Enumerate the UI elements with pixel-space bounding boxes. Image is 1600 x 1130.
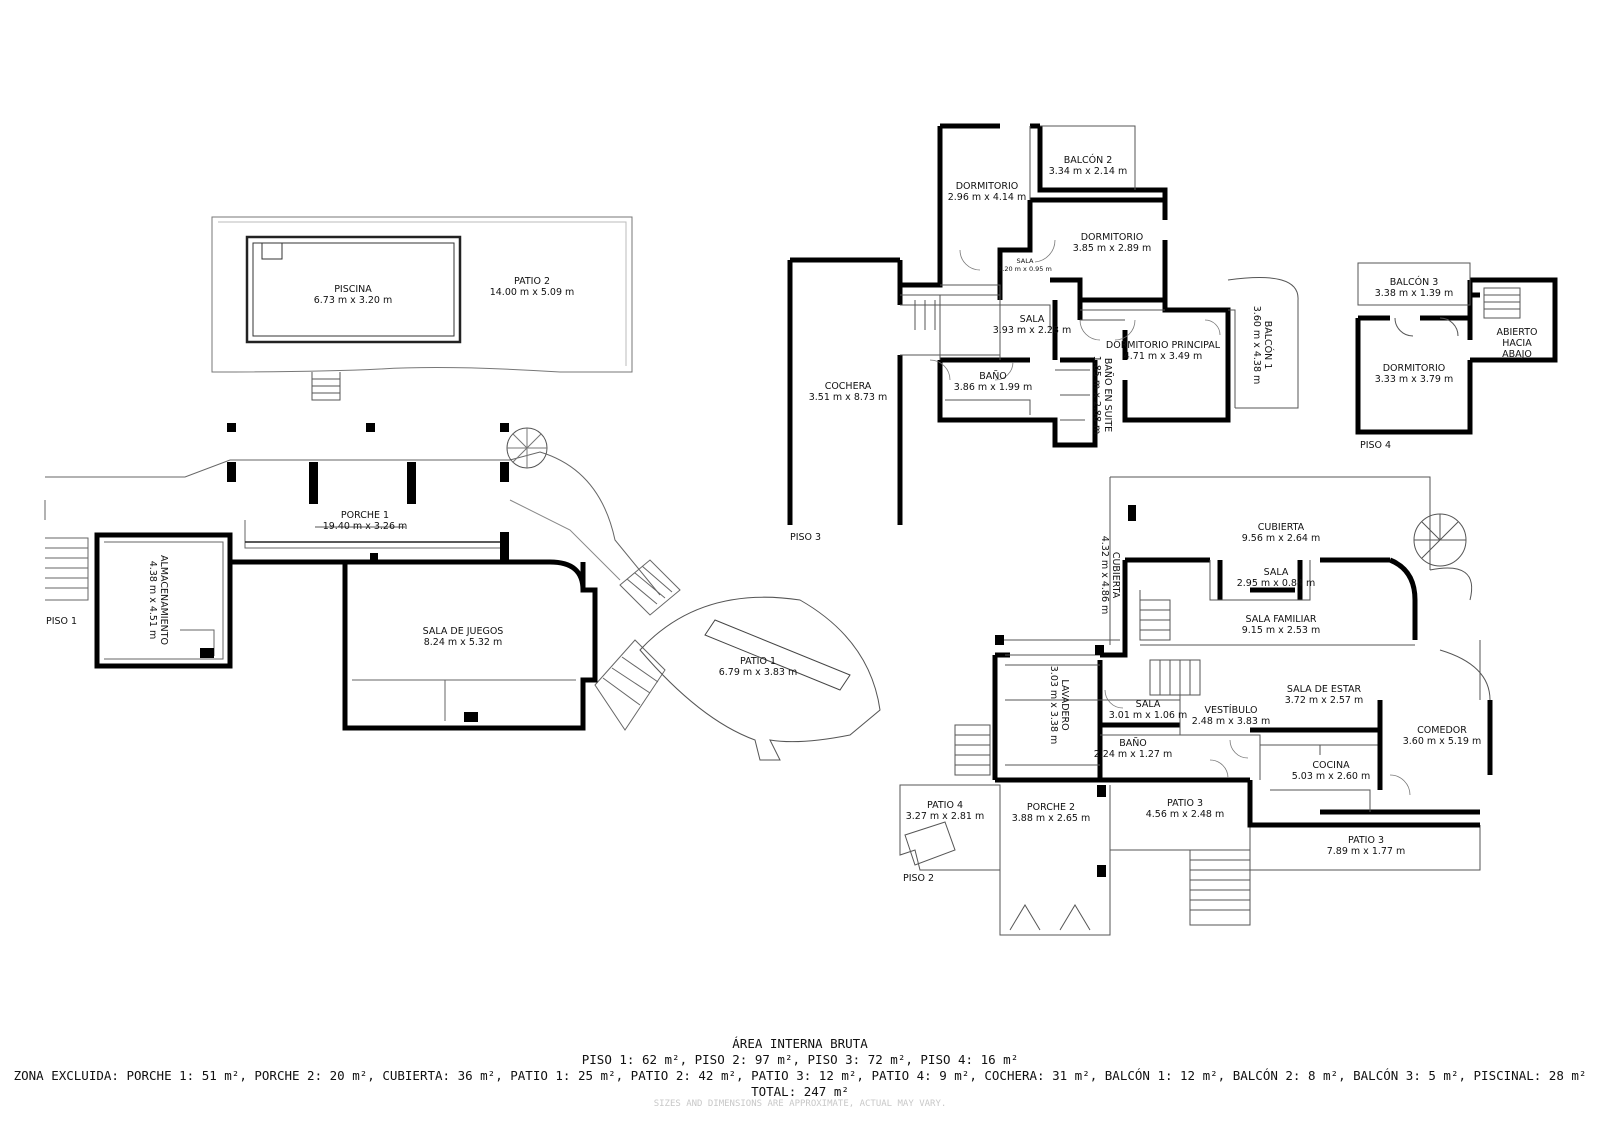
room-dims-patio3a: 4.56 m x 2.48 m xyxy=(1146,809,1225,820)
room-name-patio3b: PATIO 3 xyxy=(1348,835,1384,846)
room-dims-patio2: 14.00 m x 5.09 m xyxy=(490,287,575,298)
room-name-piscina: PISCINA xyxy=(334,284,372,295)
room-name-sala-p2-small: SALA xyxy=(1264,567,1289,578)
room-name-patio4: PATIO 4 xyxy=(927,800,963,811)
room-dims-balcon3: 3.38 m x 1.39 m xyxy=(1375,288,1454,299)
room-name-balcon3: BALCÓN 3 xyxy=(1390,276,1439,288)
room-dims-sala-p2: 3.01 m x 1.06 m xyxy=(1109,710,1188,721)
room-name-sala-familiar: SALA FAMILIAR xyxy=(1245,614,1316,625)
room-name-sala-p2: SALA xyxy=(1136,699,1161,710)
room-name-sala-juegos: SALA DE JUEGOS xyxy=(423,626,504,637)
room-dims-patio4: 3.27 m x 2.81 m xyxy=(906,811,985,822)
room-dims-cochera: 3.51 m x 8.73 m xyxy=(809,392,888,403)
floor-label-piso2: PISO 2 xyxy=(903,873,934,884)
footer-excluded-area: ZONA EXCLUIDA: PORCHE 1: 51 m², PORCHE 2… xyxy=(13,1068,1587,1083)
room-dims-porche1: 19.40 m x 3.26 m xyxy=(323,521,408,532)
footer-disclaimer: SIZES AND DIMENSIONS ARE APPROXIMATE, AC… xyxy=(653,1099,947,1109)
room-name-patio1: PATIO 1 xyxy=(740,656,776,667)
room-dims-piscina: 6.73 m x 3.20 m xyxy=(314,295,393,306)
room-dims-sala-p3: 3.93 m x 2.28 m xyxy=(993,325,1072,336)
floor-label-piso4: PISO 4 xyxy=(1360,440,1391,451)
room-dims-porche2: 3.88 m x 2.65 m xyxy=(1012,813,1091,824)
room-dims-bano-p3: 3.86 m x 1.99 m xyxy=(954,382,1033,393)
room-dims-cubierta-top: 9.56 m x 2.64 m xyxy=(1242,533,1321,544)
room-name-vestibulo: VESTÍBULO xyxy=(1204,704,1257,716)
abierto-line1: ABIERTO xyxy=(1496,327,1537,338)
room-name-dormitorio-p4: DORMITORIO xyxy=(1383,363,1446,374)
room-dims-sala-familiar: 9.15 m x 2.53 m xyxy=(1242,625,1321,636)
footer-total: TOTAL: 247 m² xyxy=(751,1084,849,1099)
room-dims-patio1: 6.79 m x 3.83 m xyxy=(719,667,798,678)
room-dims-dormitorio-principal: 4.71 m x 3.49 m xyxy=(1124,351,1203,362)
room-name-cubierta-side: CUBIERTA xyxy=(1110,552,1121,599)
room-name-dormitorio-p3a: DORMITORIO xyxy=(956,181,1019,192)
footer-title: ÁREA INTERNA BRUTA xyxy=(732,1036,868,1051)
room-name-balcon1: BALCÓN 1 xyxy=(1262,321,1274,370)
room-dims-almacenamiento: 4.38 m x 4.51 m xyxy=(147,561,158,640)
room-name-patio2: PATIO 2 xyxy=(514,276,550,287)
room-dims-dormitorio-p3b: 3.85 m x 2.89 m xyxy=(1073,243,1152,254)
piso1-outlines xyxy=(44,216,881,761)
room-dims-balcon2: 3.34 m x 2.14 m xyxy=(1049,166,1128,177)
room-dims-vestibulo: 2.48 m x 3.83 m xyxy=(1192,716,1271,727)
room-name-comedor: COMEDOR xyxy=(1417,725,1467,736)
room-name-cochera: COCHERA xyxy=(825,381,872,392)
room-dims-sala-p2-small: 2.95 m x 0.84 m xyxy=(1237,578,1316,589)
room-dims-lavadero: 3.03 m x 3.38 m xyxy=(1048,666,1059,745)
room-name-sala-p3-small: SALA xyxy=(1017,257,1034,265)
room-name-cubierta-top: CUBIERTA xyxy=(1258,522,1305,533)
room-name-patio3a: PATIO 3 xyxy=(1167,798,1203,809)
room-name-porche1: PORCHE 1 xyxy=(341,510,389,521)
room-dims-sala-juegos: 8.24 m x 5.32 m xyxy=(424,637,503,648)
room-dims-cocina: 5.03 m x 2.60 m xyxy=(1292,771,1371,782)
room-name-dormitorio-principal: DORMITORIO PRINCIPAL xyxy=(1106,340,1221,351)
room-dims-balcon1: 3.60 m x 4.38 m xyxy=(1251,306,1262,385)
room-name-bano-p2: BAÑO xyxy=(1119,738,1147,749)
room-dims-bano-suite: 1.85 m x 2.88 m xyxy=(1091,356,1102,435)
room-name-porche2: PORCHE 2 xyxy=(1027,802,1075,813)
abierto-line2: HACIA xyxy=(1502,338,1532,349)
room-dims-cubierta-side: 4.32 m x 4.86 m xyxy=(1099,536,1110,615)
room-dims-dormitorio-p4: 3.33 m x 3.79 m xyxy=(1375,374,1454,385)
room-dims-comedor: 3.60 m x 5.19 m xyxy=(1403,736,1482,747)
room-dims-bano-p2: 2.24 m x 1.27 m xyxy=(1094,749,1173,760)
room-name-bano-p3: BAÑO xyxy=(979,371,1007,382)
room-name-dormitorio-p3b: DORMITORIO xyxy=(1081,232,1144,243)
room-name-balcon2: BALCÓN 2 xyxy=(1064,154,1113,166)
room-dims-sala-estar: 3.72 m x 2.57 m xyxy=(1285,695,1364,706)
room-name-bano-suite: BAÑO EN SUITE xyxy=(1102,358,1113,432)
footer-floors-area: PISO 1: 62 m², PISO 2: 97 m², PISO 3: 72… xyxy=(581,1052,1019,1067)
room-name-lavadero: LAVADERO xyxy=(1059,679,1070,730)
abierto-line3: ABAJO xyxy=(1502,349,1532,360)
room-name-almacenamiento: ALMACENAMIENTO xyxy=(158,555,169,645)
room-name-cocina: COCINA xyxy=(1312,760,1350,771)
room-name-sala-estar: SALA DE ESTAR xyxy=(1287,684,1362,695)
room-dims-dormitorio-p3a: 2.96 m x 4.14 m xyxy=(948,192,1027,203)
floor-label-piso1: PISO 1 xyxy=(46,616,77,627)
floor-label-piso3: PISO 3 xyxy=(790,532,821,543)
room-name-sala-p3: SALA xyxy=(1020,314,1045,325)
room-dims-sala-p3-small: 1.20 m x 0.95 m xyxy=(998,265,1052,273)
room-dims-patio3b: 7.89 m x 1.77 m xyxy=(1327,846,1406,857)
